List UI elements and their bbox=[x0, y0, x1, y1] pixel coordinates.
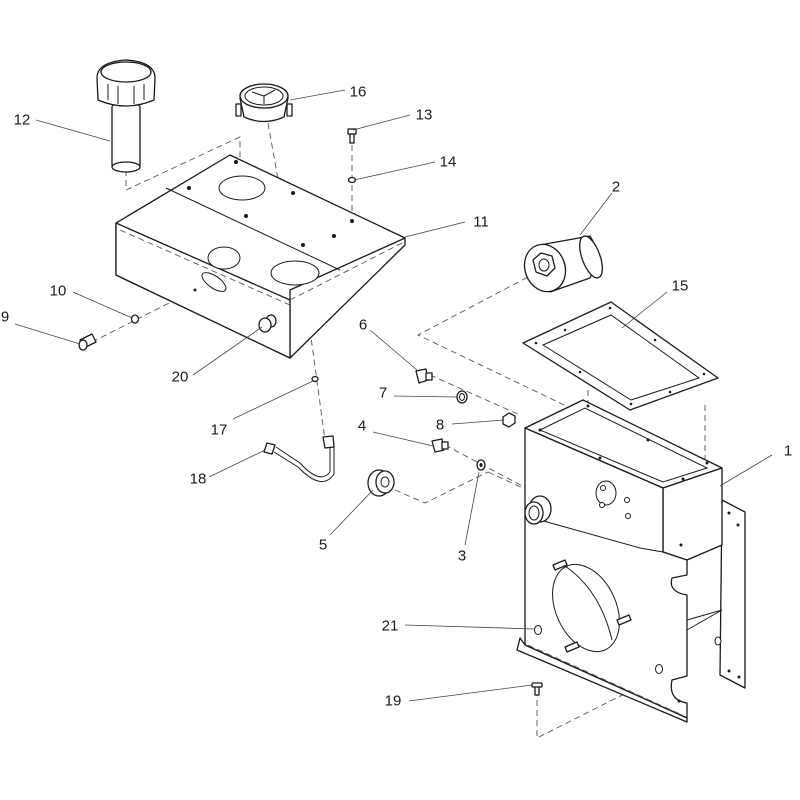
callout-21: 21 bbox=[381, 617, 399, 635]
part-12-breather-cap[interactable] bbox=[96, 59, 156, 173]
callout-5: 5 bbox=[318, 536, 328, 554]
part-19-screw[interactable] bbox=[531, 682, 543, 696]
part-4-fitting[interactable] bbox=[431, 438, 449, 453]
callout-18: 18 bbox=[189, 470, 207, 488]
leader-lines bbox=[14, 89, 773, 702]
callout-4: 4 bbox=[357, 417, 367, 435]
part-16-gauge[interactable] bbox=[235, 83, 293, 123]
part-8-nut[interactable] bbox=[502, 412, 516, 428]
part-3-seal-washer[interactable] bbox=[476, 459, 486, 471]
callout-16: 16 bbox=[349, 83, 367, 101]
callout-11: 11 bbox=[473, 213, 489, 231]
callout-1: 1 bbox=[783, 442, 793, 460]
callout-7: 7 bbox=[378, 384, 388, 402]
part-13-screw[interactable] bbox=[347, 128, 357, 144]
part-20-sight-glass[interactable] bbox=[258, 314, 277, 333]
part-10-seal-washer[interactable] bbox=[130, 314, 140, 324]
part-15-gasket[interactable] bbox=[522, 301, 719, 411]
callout-6: 6 bbox=[358, 316, 368, 334]
part-1-housing-frame[interactable] bbox=[516, 399, 746, 723]
callout-15: 15 bbox=[671, 277, 689, 295]
callout-8: 8 bbox=[435, 416, 445, 434]
part-5-plug[interactable] bbox=[367, 469, 395, 497]
callout-9: 9 bbox=[0, 308, 10, 326]
part-17-washer[interactable] bbox=[311, 375, 319, 383]
callout-12: 12 bbox=[13, 111, 31, 129]
callout-17: 17 bbox=[210, 421, 228, 439]
callout-14: 14 bbox=[439, 153, 457, 171]
part-9-plug[interactable] bbox=[78, 333, 97, 351]
callout-13: 13 bbox=[415, 106, 433, 124]
part-2-filter-element[interactable] bbox=[518, 233, 607, 297]
part-11-tank-cover[interactable] bbox=[115, 154, 406, 359]
callout-20: 20 bbox=[171, 368, 189, 386]
part-7-o-ring[interactable] bbox=[456, 390, 468, 404]
part-18-hose[interactable] bbox=[263, 435, 335, 482]
part-6-fitting[interactable] bbox=[415, 368, 433, 384]
callout-10: 10 bbox=[49, 282, 67, 300]
callout-19: 19 bbox=[384, 692, 402, 710]
callout-3: 3 bbox=[457, 547, 467, 565]
callout-2: 2 bbox=[611, 178, 621, 196]
